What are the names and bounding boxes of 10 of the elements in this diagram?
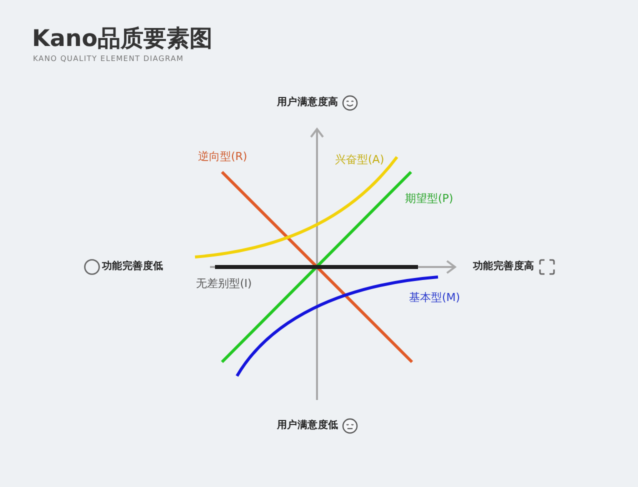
axis-label: 用户满意度高	[277, 95, 338, 110]
curve-label: 基本型(M)	[409, 290, 460, 306]
axis-label: 功能完善度高	[473, 259, 534, 274]
axis-label: 用户满意度低	[277, 418, 338, 433]
curve-label: 期望型(P)	[405, 191, 454, 207]
curve-label: 无差别型(I)	[196, 276, 252, 292]
diagram-title: Kano品质要素图	[32, 25, 213, 54]
curve-label: 兴奋型(A)	[335, 152, 384, 168]
curve-label: 逆向型(R)	[198, 149, 248, 165]
axis-label: 功能完善度低	[102, 259, 164, 274]
